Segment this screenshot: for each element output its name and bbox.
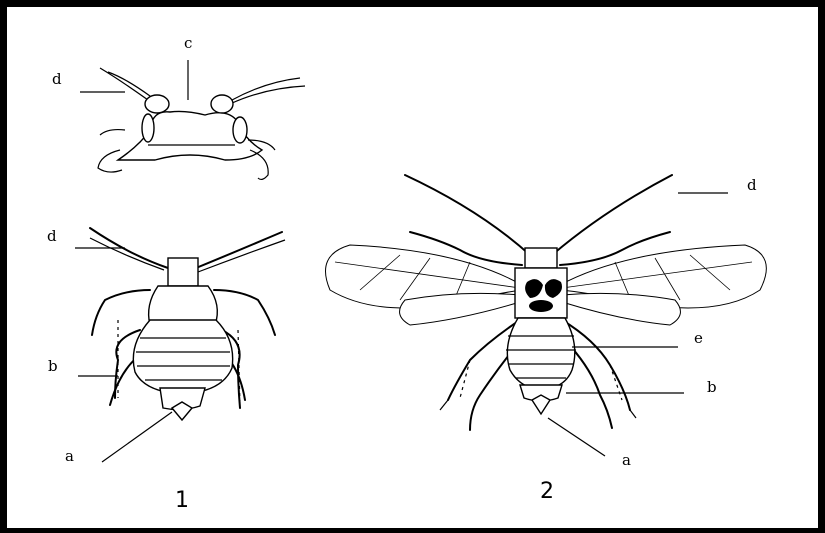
winged-aphid-drawing bbox=[326, 175, 767, 456]
label-c: c bbox=[184, 34, 192, 52]
label-b-winged: b bbox=[707, 378, 717, 396]
label-d-wingless: d bbox=[47, 227, 57, 245]
figure-number-2: 2 bbox=[540, 479, 554, 504]
head-antenna-left bbox=[100, 68, 148, 100]
pointer-a-winged bbox=[548, 418, 605, 456]
label-a-winged: a bbox=[622, 451, 631, 469]
label-d-winged: d bbox=[747, 176, 757, 194]
pointer-a-wingless bbox=[102, 412, 172, 462]
head-detail-drawing bbox=[80, 60, 305, 179]
label-a-wingless: a bbox=[65, 447, 74, 465]
wingless-aphid-drawing bbox=[75, 228, 285, 462]
label-b-wingless: b bbox=[48, 357, 58, 375]
figure-number-1: 1 bbox=[175, 488, 189, 513]
label-e-winged: e bbox=[694, 329, 703, 347]
label-d-head: d bbox=[52, 70, 62, 88]
